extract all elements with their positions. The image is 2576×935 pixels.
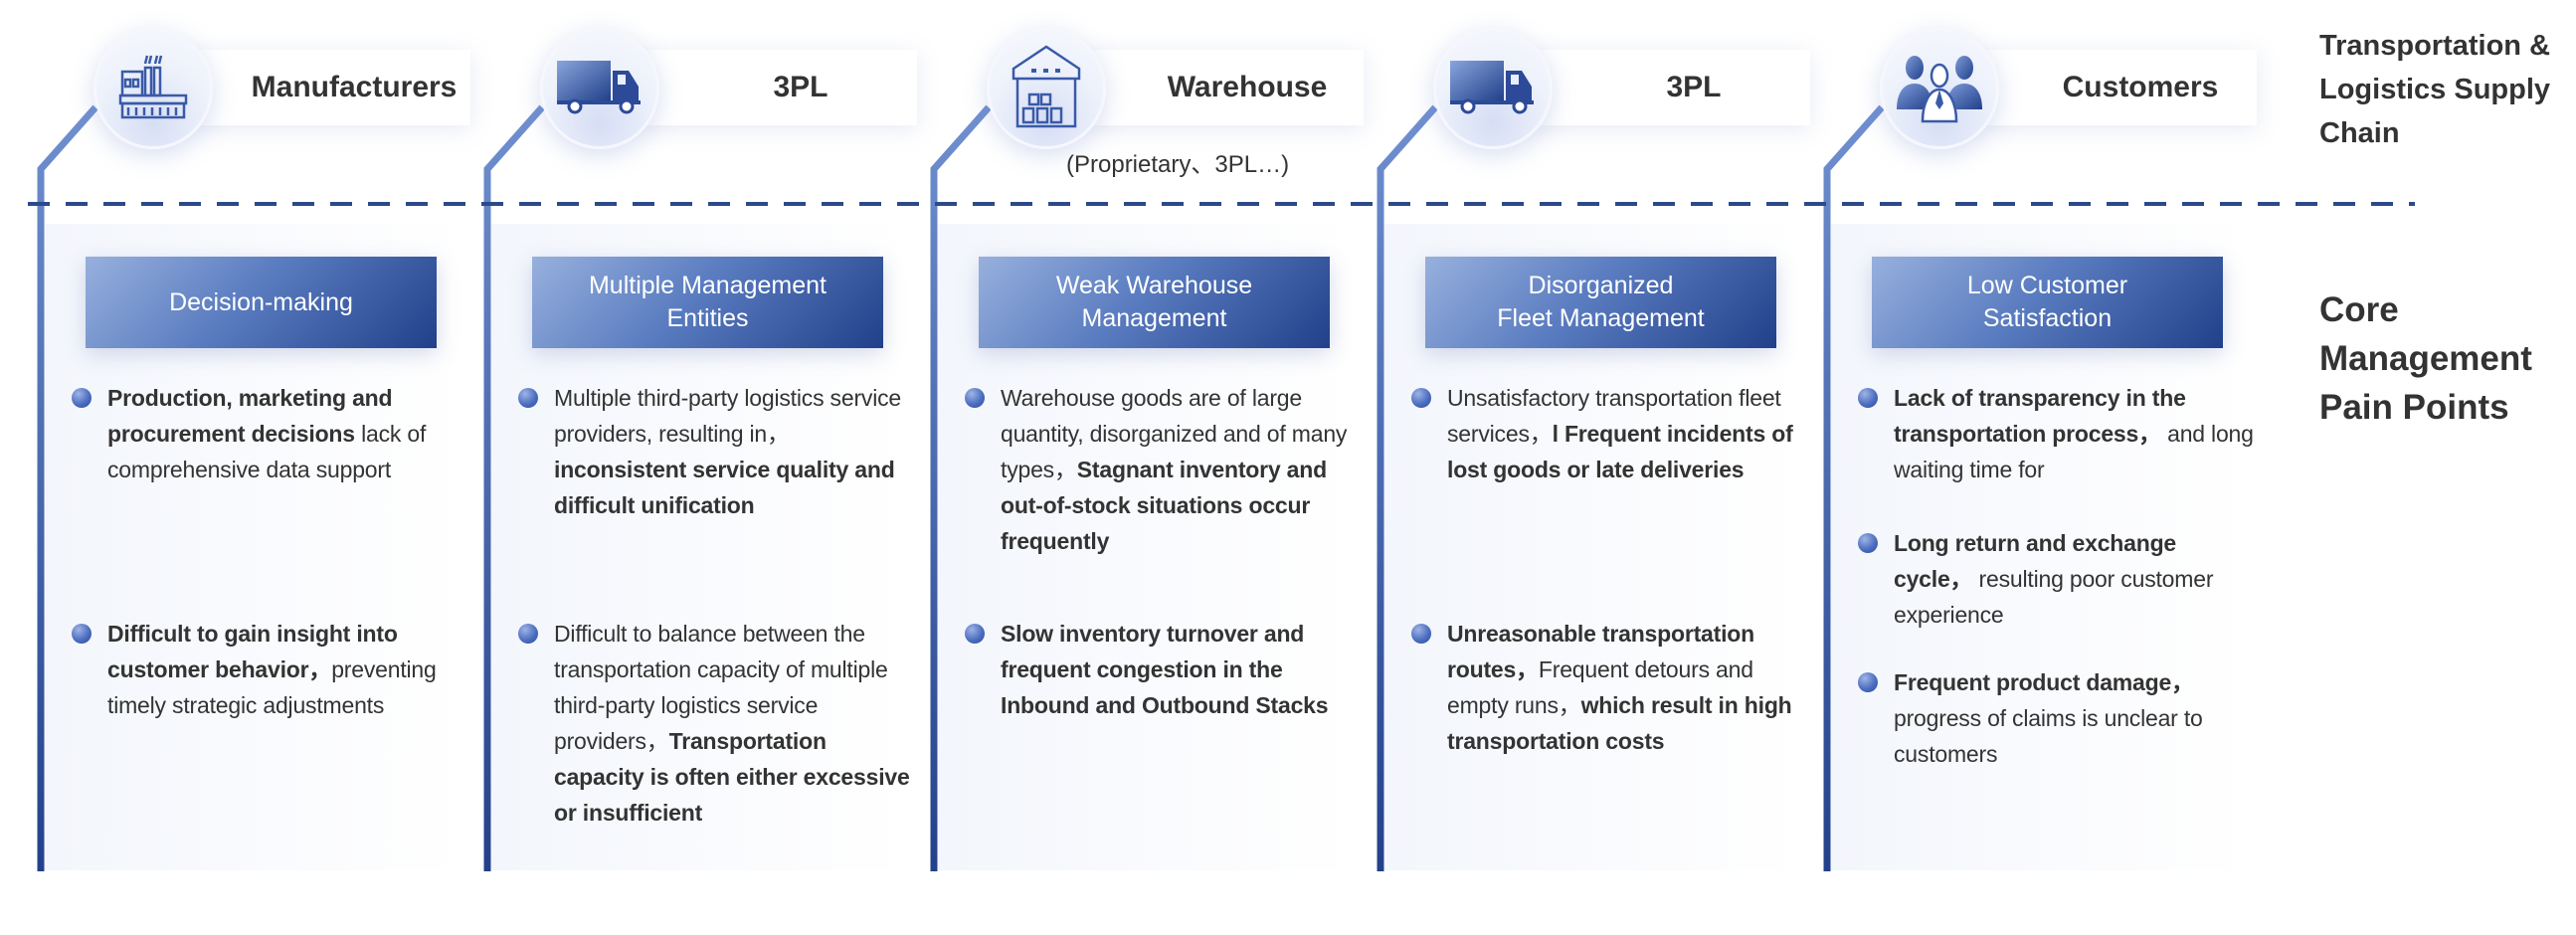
warehouse-icon-badge [987, 28, 1106, 149]
bullet-dot-icon [965, 388, 985, 408]
stage-label: Warehouse [1167, 71, 1328, 103]
text: Difficult to balance between the transpo… [554, 621, 888, 754]
pain-point-item: Difficult to balance between the transpo… [518, 616, 914, 831]
bold-text: Frequent product damage， [1894, 669, 2194, 695]
truck-icon [555, 57, 644, 121]
truck-icon [1448, 57, 1538, 121]
bullet-dot-icon [1858, 388, 1878, 408]
text: Unsatisfactory transportation fleet serv… [1447, 385, 1781, 447]
text: and long waiting time for [1894, 421, 2254, 482]
pain-point-item: Multiple third-party logistics service p… [518, 380, 914, 523]
text: preventing timely strategic adjustments [107, 656, 437, 718]
pain-point-title: Low Customer Satisfaction [1872, 257, 2223, 348]
text: Multiple third-party logistics service p… [554, 385, 902, 447]
bullet-dot-icon [518, 624, 538, 644]
pain-point-item: Slow inventory turnover and frequent con… [965, 616, 1361, 723]
pain-point-item: Difficult to gain insight into customer … [72, 616, 467, 723]
stage-label-box: Warehouse [1091, 50, 1364, 125]
bold-text: Stagnant inventory and out-of-stock situ… [1001, 457, 1327, 554]
text: lack of comprehensive data support [107, 421, 427, 482]
stage-label: 3PL [773, 71, 828, 103]
bold-text: inconsistent service quality and difficu… [554, 457, 895, 518]
bold-text: Slow inventory turnover and frequent con… [1001, 621, 1329, 718]
pain-point-item: Unreasonable transportation routes，Frequ… [1411, 616, 1807, 759]
text: progress of claims is unclear to custome… [1894, 705, 2203, 767]
pain-point-title: Disorganized Fleet Management [1425, 257, 1776, 348]
bullet-dot-icon [1411, 624, 1431, 644]
stage-label: Customers [2062, 71, 2219, 103]
stage-label-box: 3PL [1538, 50, 1810, 125]
truck-icon-badge [1433, 28, 1553, 149]
bold-text: Long return and exchange cycle， [1894, 530, 2177, 592]
stage-subtitle: (Proprietary、3PL…) [1066, 151, 1290, 178]
bold-text: which result in high transportation cost… [1447, 692, 1792, 754]
bold-text: Lack of transparency in the transportati… [1894, 385, 2186, 447]
pain-point-item: Warehouse goods are of large quantity, d… [965, 380, 1361, 559]
stage-label-box: Customers [1984, 50, 2257, 125]
pain-point-title: Multiple Management Entities [532, 257, 883, 348]
pain-point-title: Decision-making [86, 257, 437, 348]
text: Frequent detours and empty runs， [1447, 656, 1753, 718]
pain-point-item: Frequent product damage， progress of clai… [1858, 664, 2254, 772]
bullet-dot-icon [1411, 388, 1431, 408]
bold-text: Production, marketing and procurement de… [107, 385, 393, 447]
warehouse-icon [1010, 44, 1083, 133]
bold-text: Difficult to gain insight into customer … [107, 621, 398, 682]
bullet-dot-icon [1858, 533, 1878, 553]
text: Warehouse goods are of large quantity, d… [1001, 385, 1348, 482]
bullet-dot-icon [72, 388, 92, 408]
stage-label-box: 3PL [644, 50, 917, 125]
pain-point-item: Production, marketing and procurement de… [72, 380, 467, 487]
bold-text: Unreasonable transportation routes， [1447, 621, 1754, 682]
bold-text: l Frequent incidents of lost goods or la… [1447, 421, 1793, 482]
bullet-dot-icon [72, 624, 92, 644]
truck-icon-badge [540, 28, 659, 149]
customers-icon [1895, 50, 1984, 128]
stage-label: Manufacturers [251, 71, 458, 103]
stage-label: 3PL [1666, 71, 1722, 103]
section-divider [28, 202, 2415, 206]
supply-chain-label: Transportation & Logistics Supply Chain [2319, 30, 2551, 149]
bullet-dot-icon [965, 624, 985, 644]
pain-point-title: Weak Warehouse Management [979, 257, 1330, 348]
factory-icon-badge [93, 28, 213, 149]
pain-point-item: Lack of transparency in the transportati… [1858, 380, 2254, 487]
stage-label-box: Manufacturers [198, 50, 470, 125]
factory-icon [116, 50, 190, 128]
text: resulting poor customer experience [1894, 566, 2214, 628]
pain-points-label: Core Management Pain Points [2319, 290, 2532, 427]
bold-text: Transportation capacity is often either … [554, 728, 910, 826]
bullet-dot-icon [518, 388, 538, 408]
bullet-dot-icon [1858, 672, 1878, 692]
pain-point-item: Unsatisfactory transportation fleet serv… [1411, 380, 1807, 487]
pain-point-item: Long return and exchange cycle， resultin… [1858, 525, 2254, 633]
customers-icon-badge [1880, 28, 1999, 149]
